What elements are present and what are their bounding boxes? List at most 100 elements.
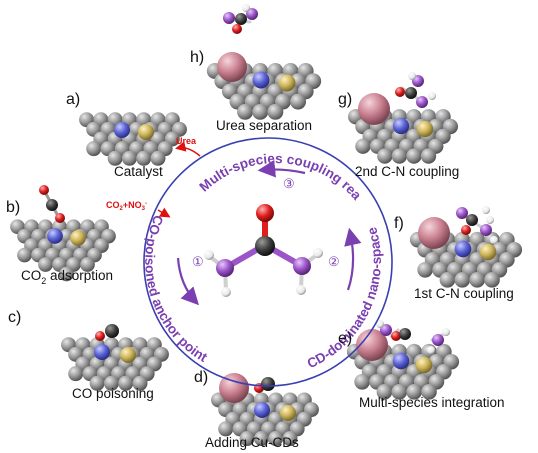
product-arrow (175, 141, 201, 157)
hydrogen-atom (242, 4, 250, 12)
surface-atom (253, 431, 269, 447)
panel-a-caption: Catalyst (114, 164, 163, 179)
nitrogen-atom (416, 96, 428, 108)
panel-b-letter: b) (6, 199, 20, 216)
hydrogen-atom (442, 328, 450, 336)
surface-atom (38, 257, 53, 272)
surface-atom (391, 148, 408, 164)
surface-atom (267, 103, 284, 120)
surface-g (347, 72, 459, 164)
active-site-yellow (415, 356, 433, 374)
surface-atom (439, 272, 456, 288)
surface-atom (469, 272, 485, 288)
active-site-yellow (120, 347, 136, 363)
step-number-2: ② (328, 254, 340, 269)
surface-atom (454, 272, 471, 288)
surface-atom (376, 384, 393, 400)
carbon-atom (405, 87, 417, 99)
surface-atom (218, 421, 234, 437)
surface-atom (150, 150, 166, 166)
surface-atom (136, 150, 152, 166)
surface-atom (354, 374, 370, 390)
panel-g-letter: g) (338, 91, 352, 108)
arrow-step-1 (176, 257, 200, 306)
active-site-blue (392, 117, 410, 135)
hydrogen-atom (296, 285, 306, 295)
cycle-ring (143, 137, 393, 387)
surface-e (346, 320, 460, 400)
active-site-blue (94, 344, 110, 360)
surface-d (211, 373, 319, 447)
panel-e-caption: Multi-species integration (359, 395, 505, 410)
oxygen-atom (391, 331, 401, 341)
surface-atom (237, 103, 254, 120)
hydrogen-atom (490, 236, 498, 244)
surface-atom (86, 141, 102, 157)
step-number-3: ③ (283, 176, 295, 191)
hydrogen-atom (408, 72, 416, 80)
nitrogen-atom (456, 207, 468, 219)
surface-c (61, 324, 169, 391)
reactants-arrow (157, 207, 171, 218)
carbon-atom (105, 324, 119, 338)
surface-atom (391, 384, 408, 400)
urea-molecule (204, 204, 323, 297)
panel-e-letter: e) (338, 330, 352, 347)
nitrogen-atom (223, 12, 235, 24)
panel-a-letter: a) (66, 91, 80, 108)
surface-atom (421, 384, 437, 400)
panel-b-caption: CO2 adsorption (21, 268, 113, 286)
panel-c-letter: c) (8, 309, 21, 326)
panel-h-caption: Urea separation (216, 118, 312, 133)
step-number-1: ① (192, 254, 204, 269)
carbon-atom (255, 236, 275, 256)
surface-atom (89, 375, 105, 391)
oxygen-atom (232, 24, 242, 34)
active-site-yellow (70, 230, 86, 246)
surface-atom (484, 272, 500, 288)
surface-atom (282, 431, 298, 447)
panel-d-caption: Adding Cu-CDs (205, 435, 299, 450)
surface-a (79, 112, 187, 166)
surface-b (10, 185, 116, 282)
nitrogen-atom (432, 334, 444, 346)
hydrogen-atom (221, 287, 231, 297)
hydrogen-atom (313, 248, 323, 258)
surface-atom (103, 375, 119, 391)
surface-atom (417, 262, 433, 278)
cu-cd-particle (219, 373, 249, 403)
surface-atom (355, 138, 371, 154)
active-site-blue (114, 122, 130, 138)
hydrogen-atom (486, 216, 494, 224)
surface-atom (420, 148, 437, 164)
nitrogen-atom (216, 259, 234, 277)
arrow-step-2 (344, 227, 362, 291)
oxygen-atom (256, 204, 274, 222)
nitrogen-atom (380, 324, 392, 336)
surface-atom (121, 150, 137, 166)
surface-atom (59, 266, 74, 282)
active-site-blue (47, 228, 63, 244)
panel-g-caption: 2nd C-N coupling (355, 164, 459, 179)
catalyst-surfaces (10, 4, 523, 447)
surface-atom (290, 93, 307, 110)
active-site-blue (392, 352, 410, 370)
hydrogen-atom (482, 206, 490, 214)
oxygen-atom (55, 213, 65, 223)
surface-atom (377, 148, 393, 164)
cu-cd-particle (418, 217, 450, 249)
oxygen-atom (461, 225, 471, 235)
cu-cd-particle (358, 93, 390, 125)
surface-atom (17, 247, 32, 263)
hydrogen-atom (204, 250, 214, 260)
nitrogen-atom (480, 224, 492, 236)
cu-cd-particle (217, 52, 247, 82)
surface-atom (239, 431, 255, 447)
carbon-atom (466, 214, 478, 226)
surface-atom (406, 148, 422, 164)
carbon-atom (46, 199, 58, 211)
product-label: Urea (176, 136, 197, 146)
active-site-yellow (280, 405, 296, 421)
